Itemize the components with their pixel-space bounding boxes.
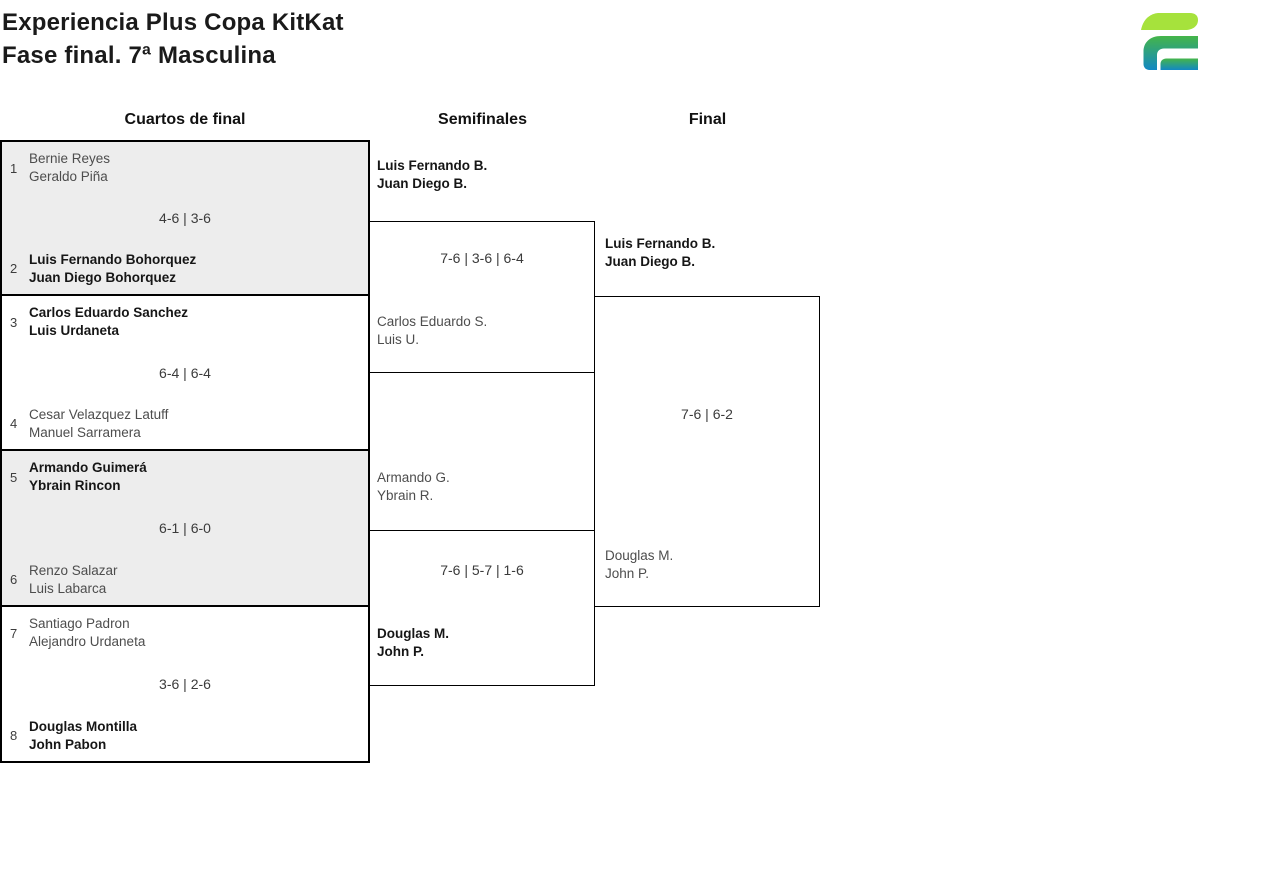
player-name: Ybrain R.: [377, 488, 434, 503]
tournament-name: Experiencia Plus Copa KitKat: [2, 9, 344, 36]
round-header-quarterfinals: Cuartos de final: [124, 111, 246, 128]
player-name: Carlos Eduardo Sanchez: [29, 305, 189, 320]
player-name: Cesar Velazquez Latuff: [29, 407, 169, 422]
team-entry: Cesar Velazquez Latuff Manuel Sarramera: [29, 406, 168, 441]
final-match-box: [594, 296, 820, 607]
seed-number: 7: [10, 625, 18, 641]
player-name: Armando G.: [377, 470, 450, 485]
brand-logo-icon: [1141, 13, 1198, 70]
player-name: Douglas M.: [605, 548, 674, 563]
player-name: John P.: [605, 566, 650, 581]
player-name: Douglas M.: [377, 626, 450, 641]
team-entry: Carlos Eduardo S. Luis U.: [377, 313, 487, 349]
player-name: John Pabon: [29, 736, 107, 752]
player-name: Douglas Montilla: [29, 719, 137, 734]
quarterfinal-match-4: 7 Santiago Padron Alejandro Urdaneta 3-6…: [0, 605, 370, 763]
team-entry: Carlos Eduardo Sanchez Luis Urdaneta: [29, 304, 188, 339]
player-name: Luis Urdaneta: [29, 322, 120, 338]
match-score: 6-4 | 6-4: [159, 364, 211, 381]
player-name: Carlos Eduardo S.: [377, 314, 488, 329]
semifinal-match-2-box: [369, 530, 595, 686]
quarterfinal-match-1: 1 Bernie Reyes Geraldo Piña 4-6 | 3-6 2 …: [0, 140, 370, 296]
team-entry: Douglas M. John P.: [377, 625, 449, 661]
quarterfinal-match-3: 5 Armando Guimerá Ybrain Rincon 6-1 | 6-…: [0, 449, 370, 607]
match-score: 4-6 | 3-6: [159, 210, 211, 226]
seed-number: 2: [10, 260, 18, 276]
match-score: 3-6 | 2-6: [159, 676, 211, 692]
player-name: Ybrain Rincon: [29, 477, 121, 493]
team-entry: Douglas Montilla John Pabon: [29, 718, 137, 753]
round-header-final: Final: [688, 111, 727, 128]
team-entry: Armando G. Ybrain R.: [377, 469, 450, 505]
player-name: Juan Diego B.: [377, 176, 468, 191]
seed-number: 6: [10, 571, 18, 587]
team-entry: Bernie Reyes Geraldo Piña: [29, 150, 110, 185]
match-score: 7-6 | 5-7 | 1-6: [440, 562, 524, 578]
match-score: 6-1 | 6-0: [159, 520, 211, 536]
player-name: Luis U.: [377, 332, 420, 347]
team-entry: Douglas M. John P.: [605, 547, 673, 583]
player-name: Juan Diego Bohorquez: [29, 269, 177, 285]
seed-number: 8: [10, 727, 18, 743]
seed-number: 1: [10, 160, 18, 176]
match-score: 7-6 | 3-6 | 6-4: [440, 250, 524, 266]
player-name: Alejandro Urdaneta: [29, 633, 146, 649]
team-entry: Luis Fernando B. Juan Diego B.: [605, 235, 715, 271]
page-title: Experiencia Plus Copa KitKat Fase final.…: [2, 6, 344, 72]
player-name: Geraldo Piña: [29, 168, 108, 184]
player-name: Manuel Sarramera: [29, 424, 141, 440]
phase-subtitle: Fase final. 7ª Masculina: [2, 42, 276, 69]
round-header-semifinals: Semifinales: [438, 111, 527, 128]
player-name: Renzo Salazar: [29, 563, 118, 578]
team-entry: Luis Fernando Bohorquez Juan Diego Bohor…: [29, 251, 196, 286]
player-name: Armando Guimerá: [29, 460, 147, 475]
team-entry: Armando Guimerá Ybrain Rincon: [29, 459, 147, 494]
match-score: 7-6 | 6-2: [681, 406, 733, 422]
player-name: Santiago Padron: [29, 616, 130, 631]
player-name: Juan Diego B.: [605, 254, 696, 269]
seed-number: 4: [10, 415, 18, 431]
player-name: Luis Labarca: [29, 580, 107, 596]
seed-number: 5: [10, 469, 18, 485]
semifinal-match-1-box: [369, 221, 595, 373]
player-name: Luis Fernando Bohorquez: [29, 252, 197, 267]
player-name: John P.: [377, 644, 425, 659]
player-name: Luis Fernando B.: [377, 158, 488, 173]
player-name: Bernie Reyes: [29, 151, 111, 166]
quarterfinal-match-2: 3 Carlos Eduardo Sanchez Luis Urdaneta 6…: [0, 294, 370, 451]
team-entry: Santiago Padron Alejandro Urdaneta: [29, 615, 145, 650]
seed-number: 3: [10, 314, 18, 330]
player-name: Luis Fernando B.: [605, 236, 716, 251]
team-entry: Renzo Salazar Luis Labarca: [29, 562, 118, 597]
team-entry: Luis Fernando B. Juan Diego B.: [377, 157, 487, 193]
